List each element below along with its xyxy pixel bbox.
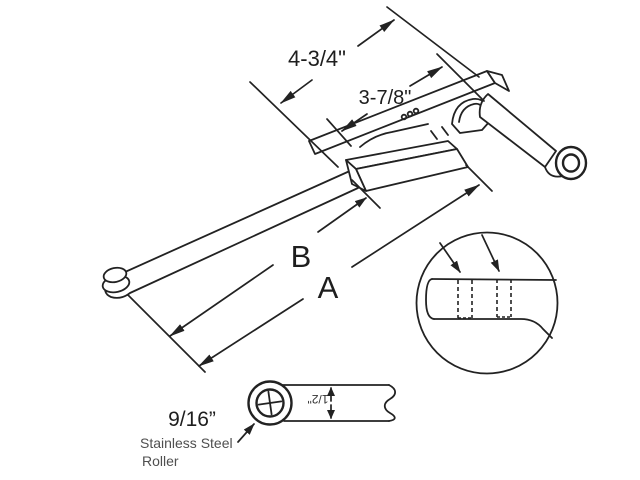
roller-caption: 9/16” Stainless Steel Roller	[140, 408, 233, 469]
dim-arrow-right	[357, 19, 395, 47]
slot-leader-arrow	[439, 242, 461, 273]
handle-shaft	[478, 93, 557, 168]
detail-circle-outline	[415, 231, 559, 375]
bracket-top-edge	[431, 278, 557, 281]
roller-cap	[102, 266, 128, 284]
extension-line	[386, 6, 480, 78]
dimension-hole-spacing: 3-7/8"	[326, 53, 485, 147]
dim-arrow-right	[317, 197, 367, 233]
dim-arrow-left	[169, 264, 274, 337]
rail-end-cap	[486, 70, 510, 92]
dim-arrow-right	[351, 184, 480, 268]
slot-leader-arrow	[481, 234, 500, 272]
dim-arrow-left	[341, 113, 368, 132]
knob-inner	[561, 153, 581, 173]
dim-label-hole-spacing: 3-7/8"	[359, 87, 412, 109]
tube-break-line	[383, 384, 397, 422]
bracket-bottom-edge	[433, 318, 553, 339]
base-end-face	[345, 159, 367, 192]
roller-axle-cross	[257, 390, 283, 416]
extension-line	[249, 81, 339, 168]
crank-handle	[478, 93, 588, 181]
roller-part-label: Roller	[142, 453, 179, 469]
rail-rivet-1	[400, 113, 408, 121]
housing-tick-1	[430, 130, 438, 140]
dim-arrow-left	[198, 298, 304, 367]
dim-arrow-right	[409, 66, 443, 87]
dimension-a: A	[198, 164, 493, 367]
dim-arrow-left	[280, 79, 313, 104]
dim-label-top-length: 4-3/4"	[288, 46, 346, 71]
cross-line-v	[267, 390, 273, 416]
roller-leader-arrow	[237, 423, 255, 443]
dimension-b: B	[127, 179, 381, 373]
housing-tick-2	[441, 126, 449, 136]
dim-label-b: B	[291, 239, 312, 274]
roller-cross-section: 1/2"	[237, 380, 397, 443]
mounting-base	[345, 140, 469, 192]
extension-line	[326, 118, 352, 147]
extension-line	[465, 164, 493, 192]
dimension-top-length: 4-3/4"	[249, 6, 480, 168]
dim-label-a: A	[318, 270, 339, 305]
extension-line	[351, 179, 381, 209]
roller-material-label: Stainless Steel	[140, 435, 233, 451]
rail-rivet-2	[406, 110, 414, 118]
handle-end-curve	[544, 166, 564, 178]
tube-dim-label: 1/2"	[308, 392, 329, 406]
housing-top-edge	[359, 123, 429, 148]
track-rail	[308, 70, 510, 155]
rail-rivet-3	[412, 107, 420, 115]
roller-size-label: 9/16”	[168, 408, 216, 431]
bracket-left-cap	[425, 278, 435, 320]
arm-roller	[101, 266, 131, 294]
extension-line-shared	[127, 294, 206, 373]
detail-circle	[415, 231, 559, 375]
extension-line	[436, 53, 485, 102]
